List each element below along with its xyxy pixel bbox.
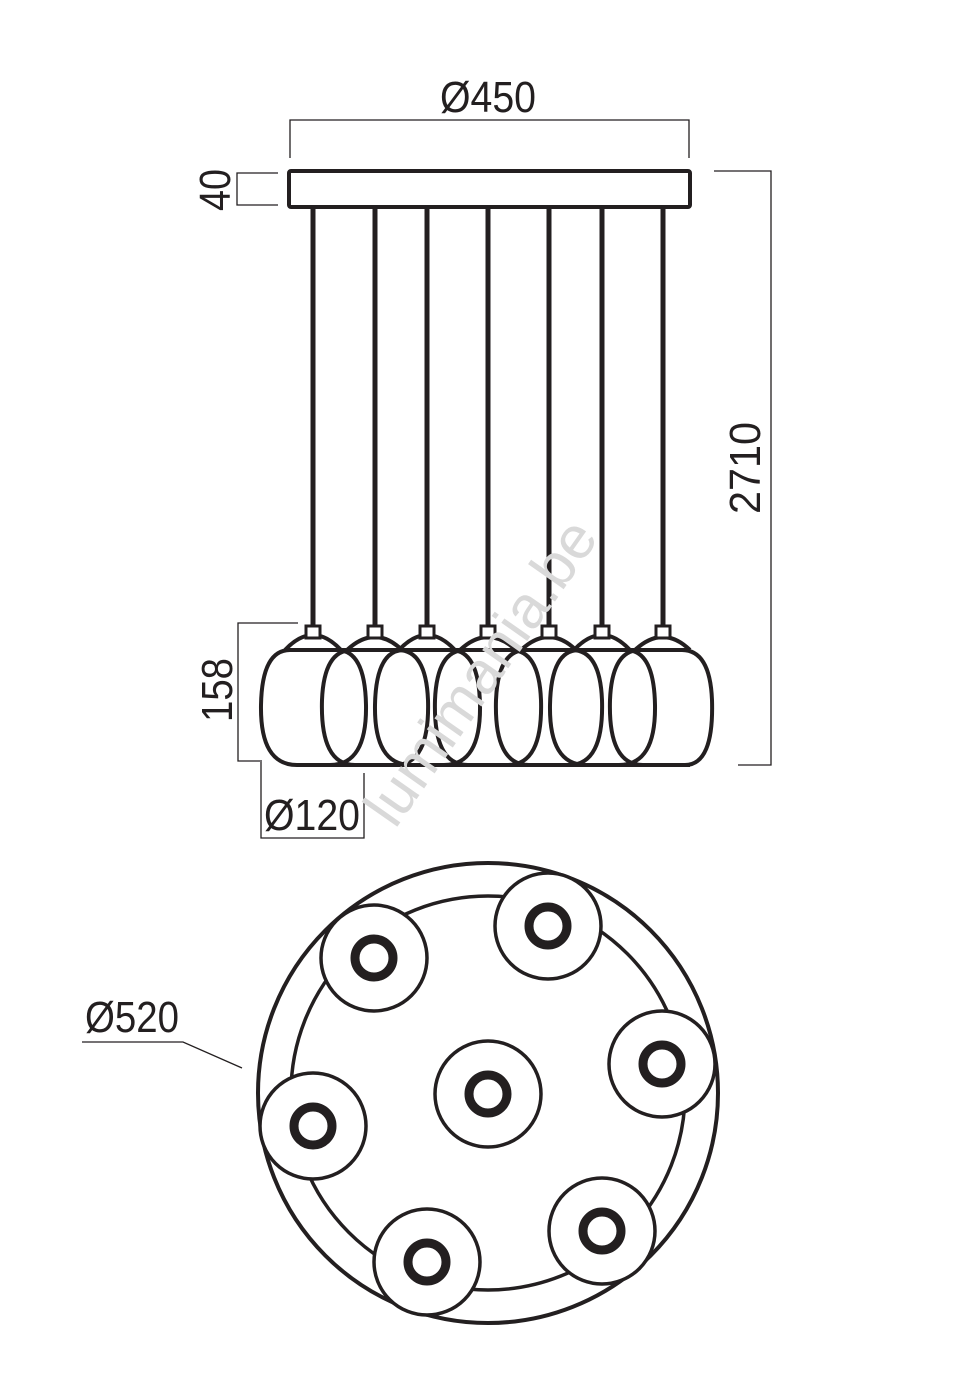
watermark: lumimania.be xyxy=(351,507,611,838)
canopy-diameter-label: Ø450 xyxy=(440,73,536,122)
canopy-height-label: 40 xyxy=(191,169,240,211)
total-height-label: 2710 xyxy=(721,422,770,514)
canopy xyxy=(287,169,692,209)
shade-height-label: 158 xyxy=(193,658,242,722)
shade-height-dimension: 158 xyxy=(193,622,298,762)
canopy-diameter-dimension: Ø450 xyxy=(289,73,690,158)
shade-1 xyxy=(258,633,369,767)
socket-caps xyxy=(304,624,672,640)
suspension-cables xyxy=(310,209,666,628)
bottom-view: Ø520 xyxy=(82,861,720,1325)
bottom-shade-5 xyxy=(258,1071,368,1181)
overall-diameter-dimension: Ø520 xyxy=(82,993,243,1069)
bottom-shade-3 xyxy=(607,1009,717,1119)
bottom-shade-4 xyxy=(433,1039,543,1149)
bottom-shade-2 xyxy=(493,871,603,981)
overall-diameter-label: Ø520 xyxy=(85,993,179,1042)
bottom-shade-1 xyxy=(319,903,429,1013)
side-view: Ø450 40 2710 xyxy=(191,73,772,840)
bottom-shade-6 xyxy=(547,1176,657,1286)
shade-7 xyxy=(607,635,715,767)
bottom-shades xyxy=(258,871,717,1317)
canopy-height-dimension: 40 xyxy=(191,169,278,211)
total-height-dimension: 2710 xyxy=(714,170,772,766)
outer-ring xyxy=(256,861,720,1325)
bottom-shade-7 xyxy=(372,1207,482,1317)
shade-diameter-dimension: Ø120 xyxy=(260,762,365,840)
shade-diameter-label: Ø120 xyxy=(264,791,360,840)
